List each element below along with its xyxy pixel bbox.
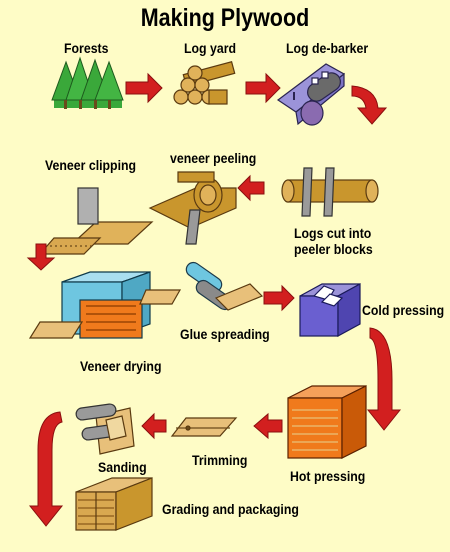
label-glue-spreading: Glue spreading: [180, 326, 270, 342]
arrow-right-icon: [125, 72, 163, 104]
label-grading-packaging: Grading and packaging: [162, 501, 299, 517]
veneer-peeling-icon: [148, 171, 237, 245]
cold-press-icon: [299, 282, 361, 338]
arrow-right-icon: [263, 284, 295, 312]
arrow-down-icon: [26, 243, 56, 271]
veneer-dryer-icon: [28, 271, 182, 339]
sanding-machine-icon: [75, 403, 135, 455]
label-log-yard: Log yard: [184, 40, 237, 56]
label-logs-cut-line2: peeler blocks: [294, 241, 373, 257]
label-logs-cut-line1: Logs cut into: [294, 225, 372, 241]
label-logs-cut: Logs cut into peeler blocks: [294, 225, 373, 257]
arrow-left-icon: [253, 412, 283, 440]
arrow-left-icon: [237, 174, 265, 202]
arrow-right-icon: [245, 72, 281, 104]
label-log-debarker: Log de-barker: [286, 40, 369, 56]
label-hot-pressing: Hot pressing: [290, 468, 366, 484]
hot-press-icon: [287, 385, 367, 459]
label-trimming: Trimming: [192, 452, 248, 468]
debarker-machine-icon: [276, 63, 346, 126]
log-pile-icon: [173, 60, 236, 105]
curved-arrow-icon: [366, 327, 402, 431]
arrow-left-icon: [141, 412, 167, 440]
label-veneer-clipping: Veneer clipping: [45, 157, 137, 173]
label-cold-pressing: Cold pressing: [362, 302, 445, 318]
forest-icon: [51, 56, 124, 109]
label-sanding: Sanding: [98, 459, 147, 475]
curved-arrow-icon: [28, 411, 64, 527]
packaged-stack-icon: [75, 477, 153, 531]
trimming-board-icon: [170, 417, 238, 437]
flow-arrows: [26, 72, 402, 527]
veneer-clipping-icon: [38, 187, 154, 255]
curved-arrow-icon: [351, 85, 388, 125]
glue-spreader-icon: [185, 261, 264, 311]
page-title: Making Plywood: [140, 4, 310, 32]
label-veneer-drying: Veneer drying: [80, 358, 162, 374]
label-veneer-peeling: veneer peeling: [170, 150, 257, 166]
label-forests: Forests: [64, 40, 109, 56]
peeler-blocks-icon: [281, 167, 379, 217]
